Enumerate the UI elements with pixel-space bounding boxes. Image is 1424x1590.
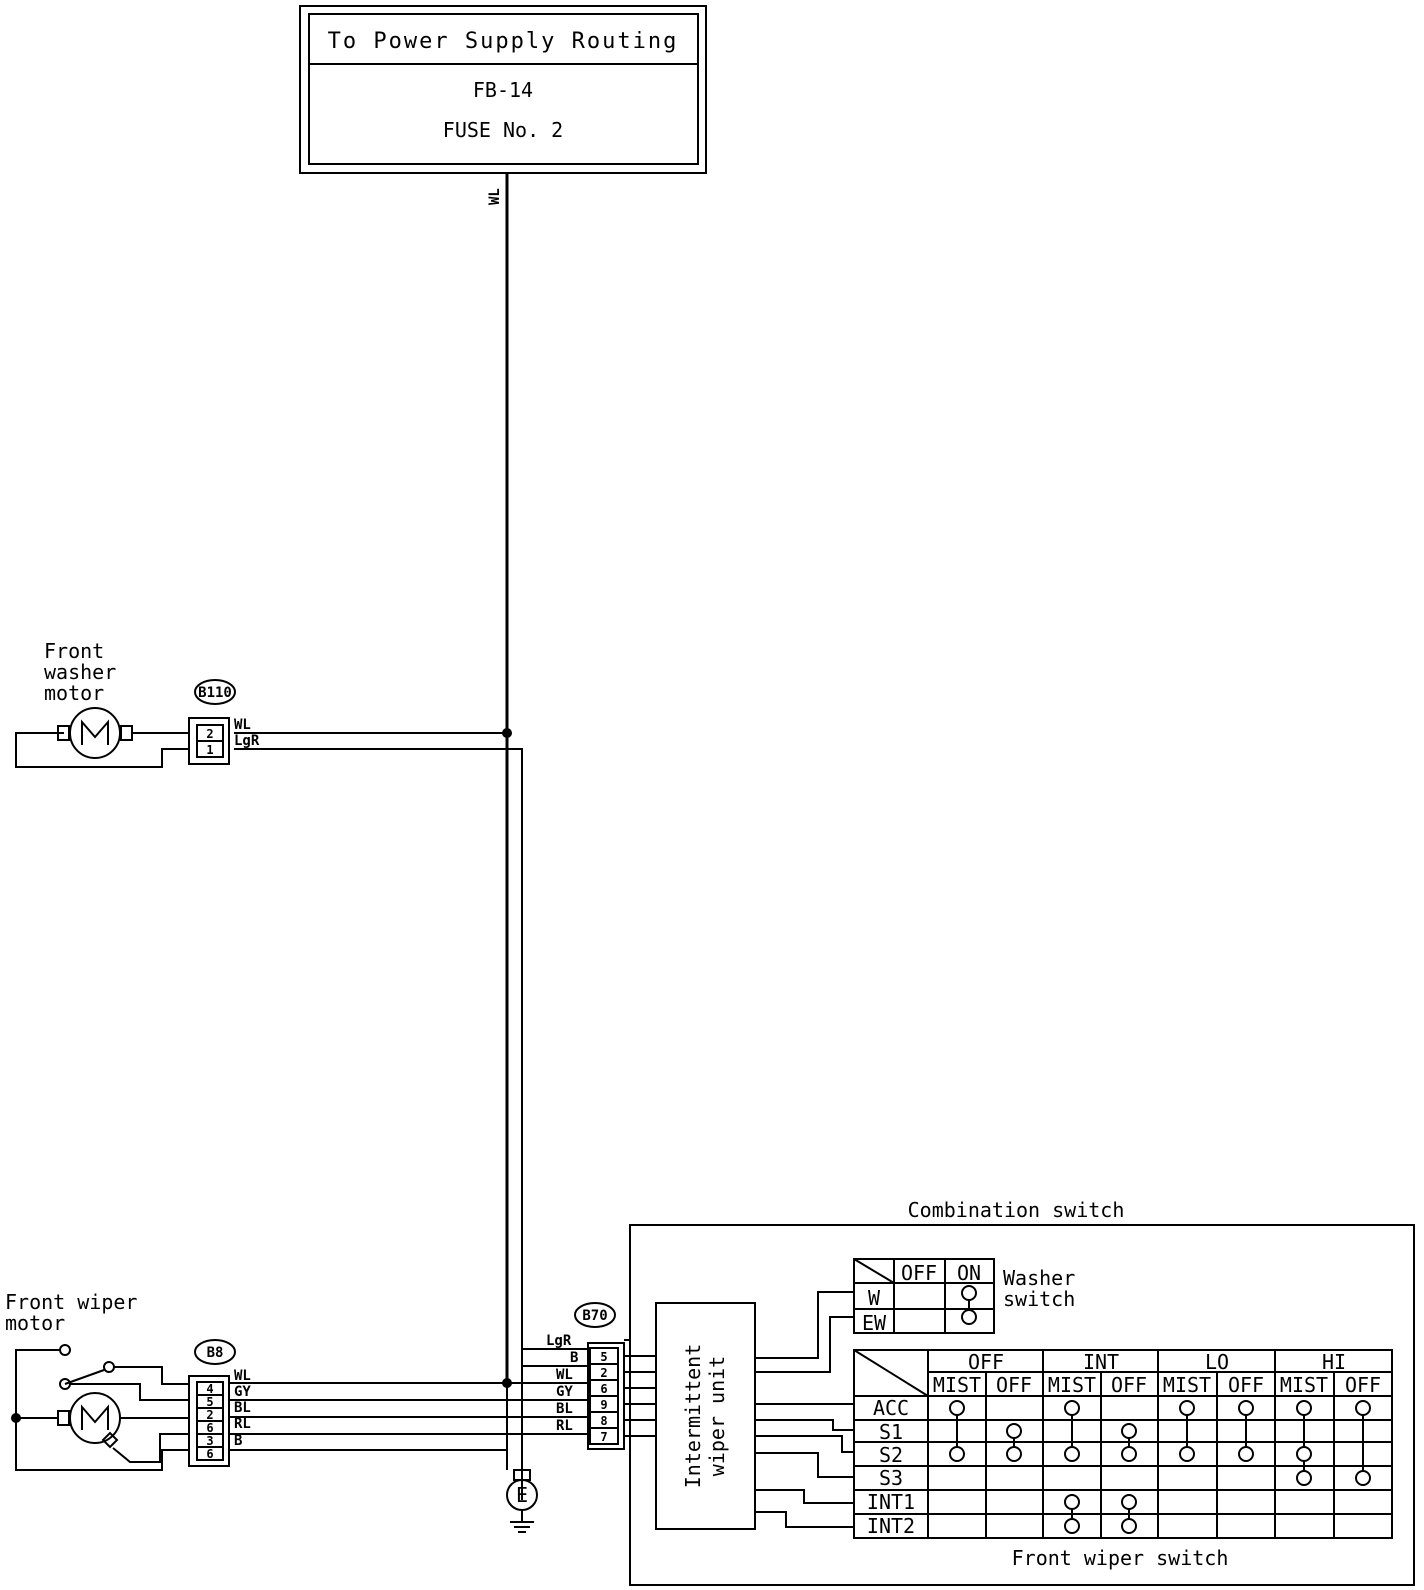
svg-text:Intermittent: Intermittent bbox=[681, 1344, 705, 1489]
svg-text:ON: ON bbox=[957, 1261, 981, 1285]
svg-text:EW: EW bbox=[862, 1311, 887, 1335]
svg-text:B: B bbox=[570, 1350, 578, 1366]
svg-text:OFF: OFF bbox=[996, 1373, 1032, 1397]
svg-text:INT: INT bbox=[1083, 1350, 1119, 1374]
svg-text:WL: WL bbox=[556, 1367, 573, 1383]
supply-wire-label: WL bbox=[487, 188, 503, 205]
svg-text:wiper unit: wiper unit bbox=[705, 1356, 729, 1476]
intermittent-wiper-unit: Intermittent wiper unit bbox=[655, 1302, 756, 1530]
internal-wires bbox=[624, 1339, 656, 1437]
svg-text:OFF: OFF bbox=[901, 1261, 937, 1285]
svg-text:MIST: MIST bbox=[1163, 1373, 1211, 1397]
svg-text:ACC: ACC bbox=[873, 1396, 909, 1420]
svg-text:MIST: MIST bbox=[933, 1373, 981, 1397]
svg-text:LgR: LgR bbox=[234, 733, 260, 749]
washer-switch-label: Washer switch bbox=[1003, 1266, 1075, 1311]
svg-text:Front wiper: Front wiper bbox=[5, 1290, 137, 1314]
svg-text:S2: S2 bbox=[879, 1443, 903, 1467]
svg-text:GY: GY bbox=[556, 1384, 573, 1400]
svg-text:B110: B110 bbox=[198, 685, 232, 701]
svg-text:BL: BL bbox=[234, 1400, 251, 1416]
svg-text:Washer: Washer bbox=[1003, 1266, 1075, 1290]
svg-text:MIST: MIST bbox=[1048, 1373, 1096, 1397]
washer-switch-table: OFF ON W EW bbox=[853, 1258, 995, 1335]
svg-text:2: 2 bbox=[206, 727, 213, 741]
fuse-label: FUSE No. 2 bbox=[443, 118, 563, 142]
svg-text:S3: S3 bbox=[879, 1466, 903, 1490]
unit-output-wires bbox=[755, 1291, 854, 1528]
svg-text:W: W bbox=[868, 1286, 881, 1310]
svg-text:OFF: OFF bbox=[968, 1350, 1004, 1374]
svg-text:E: E bbox=[516, 1483, 528, 1507]
svg-text:B: B bbox=[234, 1433, 242, 1449]
washer-motor-symbol bbox=[15, 707, 189, 768]
svg-text:WL: WL bbox=[234, 1368, 251, 1384]
svg-text:motor: motor bbox=[44, 681, 104, 705]
svg-text:washer: washer bbox=[44, 660, 116, 684]
svg-text:GY: GY bbox=[234, 1384, 251, 1400]
svg-text:motor: motor bbox=[5, 1311, 65, 1335]
svg-text:OFF: OFF bbox=[1345, 1373, 1381, 1397]
svg-text:B70: B70 bbox=[582, 1308, 607, 1324]
svg-text:INT1: INT1 bbox=[867, 1490, 915, 1514]
svg-text:1: 1 bbox=[206, 743, 213, 757]
svg-text:RL: RL bbox=[556, 1418, 573, 1434]
connector-b70: B70 5 2 6 9 8 7 LgR B WL GY BL RL bbox=[546, 1302, 625, 1450]
svg-text:2: 2 bbox=[600, 1366, 607, 1380]
junction-dot bbox=[502, 728, 512, 738]
svg-text:S1: S1 bbox=[879, 1420, 903, 1444]
svg-text:6: 6 bbox=[600, 1382, 607, 1396]
power-supply-ref: FB-14 bbox=[473, 78, 533, 102]
svg-text:OFF: OFF bbox=[1111, 1373, 1147, 1397]
svg-text:3: 3 bbox=[206, 1434, 213, 1448]
harness-wires bbox=[229, 1348, 588, 1470]
svg-text:6: 6 bbox=[206, 1421, 213, 1435]
svg-text:RL: RL bbox=[234, 1416, 251, 1432]
svg-text:LgR: LgR bbox=[546, 1333, 572, 1349]
svg-text:switch: switch bbox=[1003, 1287, 1075, 1311]
connector-b110: B110 2 1 WL LgR bbox=[188, 679, 260, 765]
svg-text:4: 4 bbox=[206, 1382, 213, 1396]
combination-switch-title: Combination switch bbox=[908, 1198, 1125, 1222]
connector-b8: B8 4 5 2 6 3 6 WL GY BL RL B bbox=[188, 1339, 251, 1467]
washer-motor-label: Front washer motor bbox=[44, 639, 116, 705]
svg-text:9: 9 bbox=[600, 1398, 607, 1412]
wiper-switch-table: OFF INT LO HI MIST OFF MIST OFF MIST OFF… bbox=[853, 1349, 1393, 1539]
svg-text:2: 2 bbox=[206, 1408, 213, 1422]
ground-symbol: E bbox=[506, 1469, 538, 1533]
power-supply-title: To Power Supply Routing bbox=[328, 29, 679, 54]
svg-text:B8: B8 bbox=[207, 1345, 224, 1361]
svg-text:8: 8 bbox=[600, 1414, 607, 1428]
wiper-switch-label: Front wiper switch bbox=[1012, 1546, 1229, 1570]
svg-text:INT2: INT2 bbox=[867, 1514, 915, 1538]
wiper-motor-symbol bbox=[11, 1344, 189, 1471]
svg-text:WL: WL bbox=[234, 717, 251, 733]
svg-text:HI: HI bbox=[1322, 1350, 1346, 1374]
svg-text:LO: LO bbox=[1205, 1350, 1229, 1374]
svg-text:5: 5 bbox=[206, 1395, 213, 1409]
svg-text:MIST: MIST bbox=[1280, 1373, 1328, 1397]
wiper-motor-label: Front wiper motor bbox=[5, 1290, 137, 1335]
svg-text:Front: Front bbox=[44, 639, 104, 663]
wire-trunk bbox=[234, 173, 523, 1500]
svg-text:7: 7 bbox=[600, 1430, 607, 1444]
power-supply-box: To Power Supply Routing FB-14 FUSE No. 2 bbox=[299, 5, 707, 174]
svg-text:5: 5 bbox=[600, 1350, 607, 1364]
svg-text:6: 6 bbox=[206, 1447, 213, 1461]
svg-text:BL: BL bbox=[556, 1401, 573, 1417]
svg-text:OFF: OFF bbox=[1228, 1373, 1264, 1397]
